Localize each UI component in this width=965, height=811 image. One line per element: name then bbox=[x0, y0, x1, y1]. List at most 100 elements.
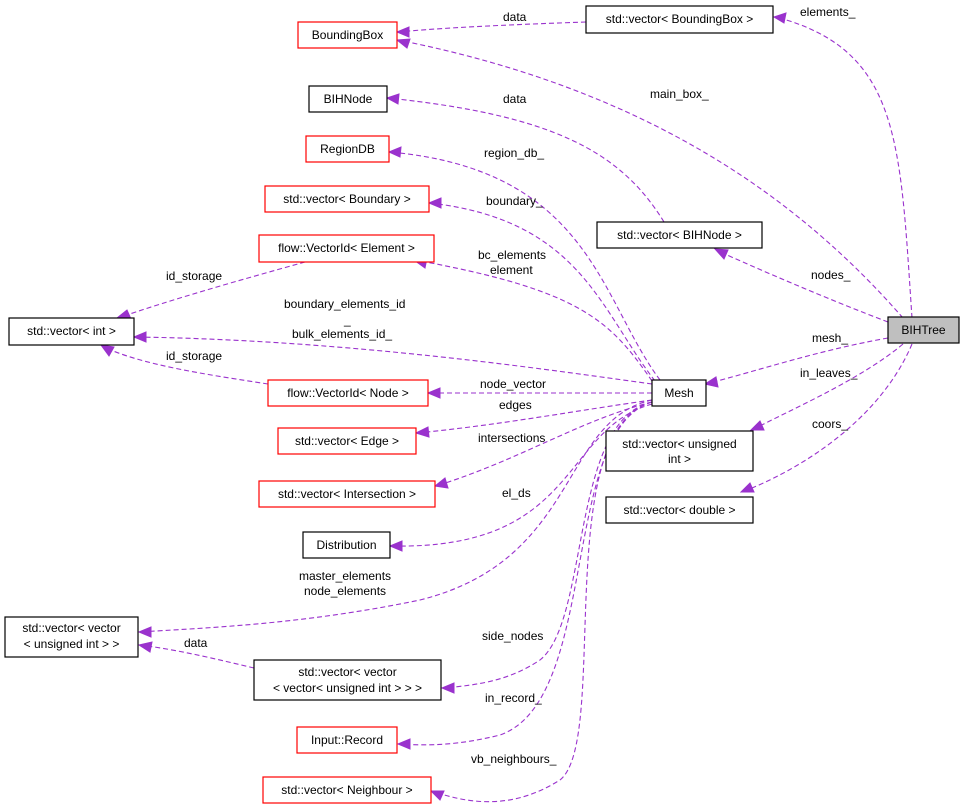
edge-master-elements-arrow bbox=[137, 626, 152, 638]
node-mesh[interactable]: Mesh bbox=[651, 379, 707, 407]
svg-text:BIHTree: BIHTree bbox=[901, 323, 946, 337]
node-distribution[interactable]: Distribution bbox=[302, 531, 391, 559]
edge-id-storage-node-arrow bbox=[99, 344, 115, 357]
edge-region-db bbox=[389, 151, 661, 381]
svg-text:std::vector< unsigned: std::vector< unsigned bbox=[622, 437, 736, 451]
node-vector-vector-vector-unsigned-int[interactable]: std::vector< vector < vector< unsigned i… bbox=[253, 659, 442, 701]
edge-vb-neighbours-arrow bbox=[429, 790, 445, 801]
edge-data-vv-arrow bbox=[137, 641, 153, 653]
edge-bc-elements bbox=[414, 259, 653, 382]
nodes-layer: std::vector< BoundingBox > BoundingBox B… bbox=[4, 5, 960, 804]
svg-text:< vector< unsigned int > > >: < vector< unsigned int > > > bbox=[273, 681, 422, 695]
node-input-record[interactable]: Input::Record bbox=[296, 726, 398, 754]
edge-data-bihnode-arrow bbox=[385, 93, 400, 105]
node-vectorid-node[interactable]: flow::VectorId< Node > bbox=[267, 379, 429, 407]
node-vector-bihnode[interactable]: std::vector< BIHNode > bbox=[596, 221, 763, 249]
edge-mesh-arrow bbox=[703, 376, 719, 388]
node-bihtree[interactable]: BIHTree bbox=[887, 316, 960, 344]
node-vector-edge[interactable]: std::vector< Edge > bbox=[277, 427, 417, 455]
svg-text:std::vector< Intersection >: std::vector< Intersection > bbox=[278, 487, 416, 501]
edge-in-record-arrow bbox=[396, 738, 411, 750]
edge-label-bc-elements: bc_elements bbox=[478, 248, 546, 262]
node-bihnode[interactable]: BIHNode bbox=[308, 85, 388, 113]
node-vector-boundingbox[interactable]: std::vector< BoundingBox > bbox=[585, 5, 774, 34]
svg-text:std::vector< Boundary >: std::vector< Boundary > bbox=[283, 192, 410, 206]
edge-edges bbox=[416, 399, 653, 434]
edge-label-elements-id-3: bulk_elements_id_ bbox=[292, 327, 392, 341]
edge-side-nodes bbox=[442, 401, 653, 689]
edge-label-id-storage-node: id_storage bbox=[166, 349, 222, 363]
edge-side-nodes-arrow bbox=[440, 682, 455, 694]
node-vectorid-element[interactable]: flow::VectorId< Element > bbox=[258, 234, 435, 263]
edge-region-db-arrow bbox=[387, 146, 402, 158]
edge-label-master-elements: master_elements bbox=[299, 569, 391, 583]
edge-label-data-vv: data bbox=[184, 636, 208, 650]
edge-mesh bbox=[705, 337, 889, 385]
svg-text:std::vector< Neighbour >: std::vector< Neighbour > bbox=[281, 783, 412, 797]
node-regiondb[interactable]: RegionDB bbox=[305, 135, 390, 163]
edge-label-id-storage-element: id_storage bbox=[166, 269, 222, 283]
edge-edges-arrow bbox=[414, 426, 430, 438]
svg-text:std::vector< BIHNode >: std::vector< BIHNode > bbox=[617, 228, 742, 242]
edge-label-boundary: boundary_ bbox=[486, 194, 543, 208]
edge-intersections-arrow bbox=[433, 477, 449, 489]
edge-label-master-elements-2: node_elements bbox=[304, 584, 386, 598]
edge-label-elements-id-2: _ bbox=[343, 313, 351, 327]
edge-label-region-db: region_db_ bbox=[484, 146, 544, 160]
edge-el-ds-arrow bbox=[388, 540, 403, 552]
edge-coors bbox=[741, 343, 913, 493]
node-vector-vector-unsigned-int[interactable]: std::vector< vector < unsigned int > > bbox=[4, 616, 139, 658]
edge-data-boundingbox-arrow bbox=[395, 26, 410, 38]
svg-text:< unsigned int > >: < unsigned int > > bbox=[24, 637, 120, 651]
edges-layer: elements_ data main_box_ data nodes_ reg… bbox=[99, 5, 913, 803]
edge-id-storage-node bbox=[101, 345, 269, 385]
svg-text:Mesh: Mesh bbox=[664, 386, 693, 400]
edge-elements bbox=[775, 16, 913, 319]
edge-label-el-ds: el_ds bbox=[502, 486, 531, 500]
svg-text:std::vector< vector: std::vector< vector bbox=[298, 665, 396, 679]
edge-label-nodes: nodes_ bbox=[811, 268, 851, 282]
node-boundingbox[interactable]: BoundingBox bbox=[297, 21, 398, 49]
edge-label-main-box: main_box_ bbox=[650, 87, 709, 101]
node-vector-double[interactable]: std::vector< double > bbox=[605, 496, 754, 524]
edge-label-elements: elements_ bbox=[800, 5, 856, 19]
edge-master-elements bbox=[139, 399, 653, 633]
svg-text:BoundingBox: BoundingBox bbox=[312, 28, 383, 42]
node-vector-neighbour[interactable]: std::vector< Neighbour > bbox=[262, 776, 432, 804]
edge-data-boundingbox bbox=[397, 21, 587, 33]
edge-elements-id-arrow bbox=[132, 331, 147, 343]
edge-label-coors: coors_ bbox=[812, 417, 848, 431]
svg-text:Input::Record: Input::Record bbox=[311, 733, 383, 747]
edge-label-mesh: mesh_ bbox=[812, 331, 848, 345]
edge-coors-arrow bbox=[739, 482, 755, 493]
edge-nodes-arrow bbox=[713, 248, 729, 260]
node-vector-intersection[interactable]: std::vector< Intersection > bbox=[258, 480, 436, 508]
svg-text:RegionDB: RegionDB bbox=[320, 142, 375, 156]
edge-label-side-nodes: side_nodes bbox=[482, 629, 543, 643]
svg-text:std::vector< vector: std::vector< vector bbox=[22, 621, 120, 635]
edge-main-box bbox=[397, 39, 904, 319]
edge-label-bc-elements-2: element bbox=[490, 263, 533, 277]
svg-text:flow::VectorId< Node >: flow::VectorId< Node > bbox=[287, 386, 408, 400]
edge-vb-neighbours bbox=[431, 401, 653, 803]
edge-nodes bbox=[715, 249, 889, 323]
edge-in-leaves-arrow bbox=[749, 420, 765, 431]
edge-in-leaves bbox=[751, 343, 904, 431]
edge-label-in-leaves: in_leaves_ bbox=[800, 366, 858, 380]
node-vector-int[interactable]: std::vector< int > bbox=[8, 317, 135, 346]
edge-elements-arrow bbox=[772, 12, 787, 24]
svg-text:flow::VectorId< Element >: flow::VectorId< Element > bbox=[278, 241, 415, 255]
edge-intersections bbox=[435, 401, 653, 487]
edge-label-data-bihnode: data bbox=[503, 92, 527, 106]
edge-label-elements-id: boundary_elements_id bbox=[284, 297, 405, 311]
edge-label-intersections: intersections bbox=[478, 431, 545, 445]
edge-main-box-arrow bbox=[395, 38, 411, 49]
svg-text:Distribution: Distribution bbox=[316, 538, 376, 552]
edge-elements-id bbox=[134, 336, 653, 385]
edge-data-bihnode bbox=[387, 97, 665, 223]
edge-id-storage-element bbox=[117, 261, 306, 319]
edge-data-vv bbox=[139, 644, 255, 669]
edge-label-data-boundingbox: data bbox=[503, 10, 527, 24]
node-vector-unsigned-int[interactable]: std::vector< unsigned int > bbox=[605, 430, 754, 472]
node-vector-boundary[interactable]: std::vector< Boundary > bbox=[264, 185, 430, 213]
